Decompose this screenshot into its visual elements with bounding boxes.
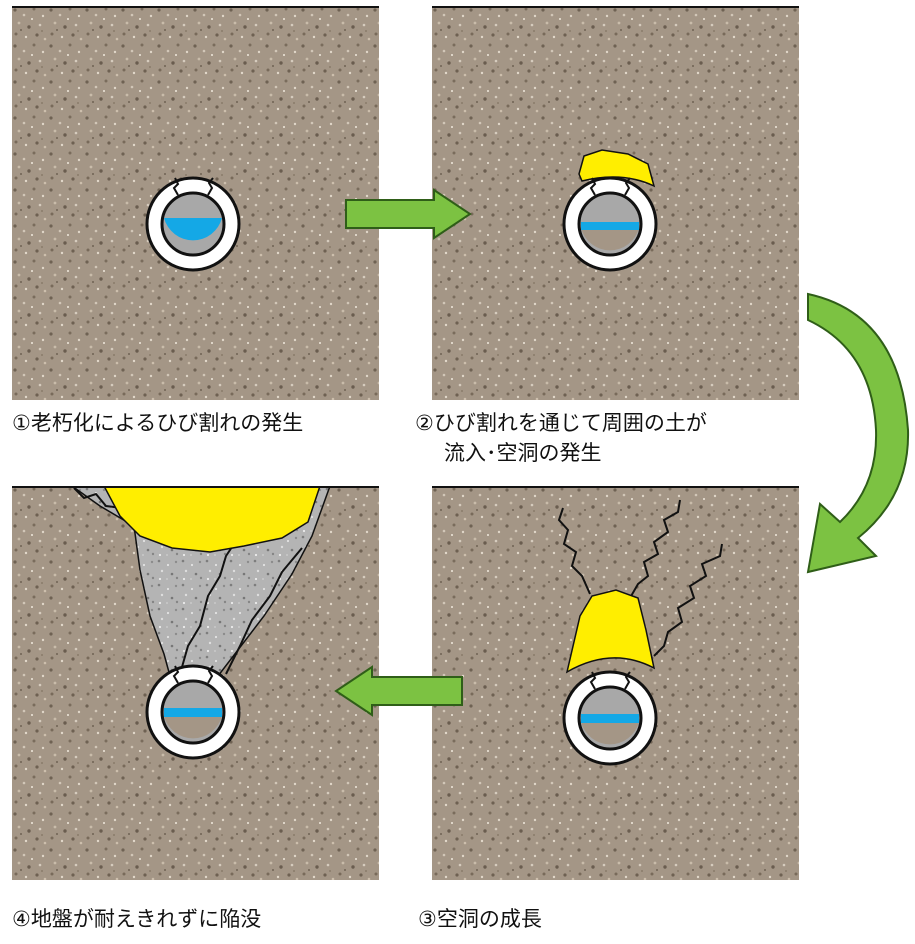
sewer-pipe: [562, 176, 658, 272]
sewage-water: [164, 708, 222, 717]
arrow-right-icon: [345, 188, 472, 240]
curved-arrow-down-icon: [806, 292, 910, 574]
step-2-caption-line2: 流入･空洞の発生: [444, 441, 602, 465]
ground-crack: [653, 543, 723, 657]
pipe-crack: [207, 665, 214, 684]
ground-crack: [557, 507, 591, 595]
sewer-pipe: [562, 670, 658, 766]
pipe-crack: [207, 177, 214, 196]
soil-cavity: [565, 589, 656, 674]
step-2-caption-line1: ②ひび割れを通じて周囲の土が: [415, 411, 707, 435]
panel-step-1: [12, 6, 379, 400]
pipe-crack: [172, 665, 180, 684]
sewer-pipe: [145, 176, 241, 272]
ground-crack: [629, 499, 681, 599]
pipe-crack: [589, 671, 597, 690]
step-3-caption: ③空洞の成長: [418, 907, 542, 931]
sewer-pipe: [145, 664, 241, 760]
sewage-water: [164, 218, 222, 241]
ground-crack: [73, 487, 123, 509]
ground-crack: [179, 537, 239, 675]
panel-step-3: [432, 486, 799, 880]
sewage-water: [581, 222, 639, 230]
pipe-crack: [589, 177, 597, 196]
pipe-crack: [624, 671, 631, 690]
step-4-caption: ④地盤が耐えきれずに陥没: [12, 907, 262, 931]
pipe-crack: [172, 177, 180, 196]
step-1-caption: ①老朽化によるひび割れの発生: [12, 411, 304, 435]
sewage-water: [581, 714, 639, 723]
panel-step-2: [432, 6, 799, 400]
soil-cavity: [578, 149, 656, 188]
soil-cavity: [103, 486, 321, 553]
arrow-left-icon: [334, 665, 463, 717]
pipe-crack: [624, 177, 631, 196]
ground-crack: [225, 547, 303, 675]
panel-step-4: [12, 486, 379, 880]
